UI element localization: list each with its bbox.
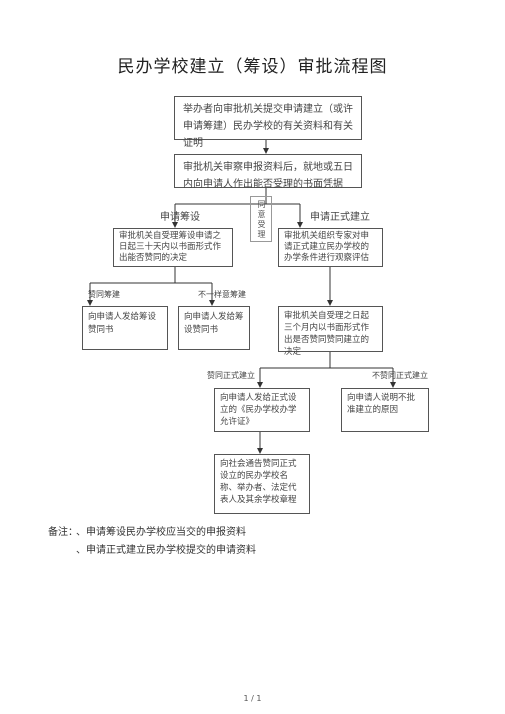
step-issue-prep-approval: 向申请人发给筹设赞同书 — [82, 306, 168, 350]
step-public-announcement: 向社会通告赞同正式设立的民办学校名称、举办者、法定代表人及其余学校章程 — [214, 454, 310, 514]
step-expert-evaluation: 审批机关组织专家对申请正式建立民办学校的办学条件进行观察评估 — [278, 228, 383, 267]
step-issue-prep-notice: 向申请人发给筹设赞同书 — [178, 306, 250, 350]
branch-label-apply-prep: 申请筹设 — [160, 212, 200, 223]
step-submit-materials: 举办者向审批机关提交申请建立（或许申请筹建）民办学校的有关资料和有关证明 — [174, 96, 362, 149]
branch-label-disagree-prep: 不一样意筹建 — [198, 290, 246, 299]
step-formal-decision: 审批机关自受理之日起三个月内以书面形式作出是否赞同赞同建立的决定 — [278, 306, 383, 357]
branch-label-agree-prep: 赞同筹建 — [88, 290, 120, 299]
page-number: 1 / 1 — [243, 694, 262, 703]
branch-label-agree-formal: 赞同正式建立 — [207, 371, 255, 380]
step-prep-decision: 审批机关自受理筹设申请之日起三十天内以书面形式作出能否赞同的决定 — [113, 228, 233, 267]
step-review-materials: 审批机关审察申报资料后，就地或五日内向申请人作出能否受理的书面凭据 — [174, 154, 362, 190]
note-line-1: 、申请筹设民办学校应当交的申报资料 — [76, 527, 246, 538]
page-title: 民办学校建立（筹设）审批流程图 — [117, 57, 388, 77]
branch-label-disagree-formal: 不赞同正式建立 — [372, 371, 428, 380]
note-line-2: 、申请正式建立民办学校提交的申请资料 — [76, 545, 256, 556]
branch-label-apply-formal: 申请正式建立 — [310, 212, 370, 223]
accept-label: 同意受理 — [257, 200, 266, 240]
accept-label-box: 同意受理 — [250, 196, 272, 242]
note-prefix: 备注： — [48, 527, 78, 538]
step-explain-rejection: 向申请人说明不批准建立的原因 — [341, 388, 429, 432]
step-issue-license: 向申请人发给正式设立的《民办学校办学允许证》 — [214, 388, 310, 432]
